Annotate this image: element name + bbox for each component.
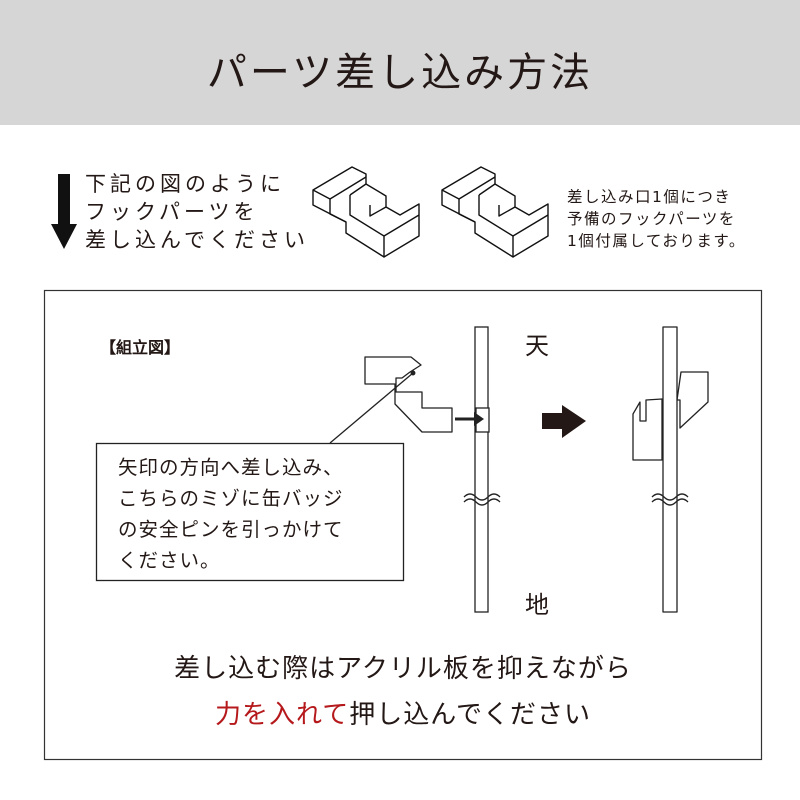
instruction-rest: 押し込んでください bbox=[349, 700, 591, 730]
callout-box bbox=[95, 442, 405, 582]
intro-line: フックパーツを bbox=[85, 200, 259, 224]
hook-part-icon bbox=[312, 166, 420, 258]
hook-part-before bbox=[329, 356, 453, 444]
spare-note-line: 予備のフックパーツを bbox=[567, 210, 736, 228]
down-arrow-icon bbox=[51, 174, 77, 249]
right-arrow-icon bbox=[542, 405, 586, 438]
callout-line: 矢印の方向へ差し込み、 bbox=[118, 456, 344, 479]
spare-note-line: 差し込み口1個につき bbox=[567, 188, 732, 206]
intro-line: 下記の図のように bbox=[85, 172, 285, 196]
top-label: 天 bbox=[525, 332, 549, 360]
insert-arrow-icon bbox=[455, 412, 484, 426]
diagram-label: 【組立図】 bbox=[100, 338, 181, 357]
callout-line: こちらのミゾに缶バッジ bbox=[118, 487, 344, 510]
acrylic-board-before bbox=[463, 326, 501, 613]
intro-line: 差し込んでください bbox=[85, 228, 309, 252]
emphasis-text: 力を入れて bbox=[215, 700, 350, 730]
header-bar bbox=[0, 0, 800, 125]
acrylic-board-after bbox=[632, 326, 709, 613]
instruction-line-2: 力を入れて押し込んでください bbox=[44, 694, 762, 731]
callout-text: 矢印の方向へ差し込み、 こちらのミゾに缶バッジ の安全ピンを引っかけて ください… bbox=[118, 452, 344, 576]
page-title: パーツ差し込み方法 bbox=[206, 50, 594, 96]
intro-text: 下記の図のように フックパーツを 差し込んでください bbox=[85, 170, 309, 254]
diagram-frame bbox=[43, 289, 763, 761]
spare-note: 差し込み口1個につき 予備のフックパーツを 1個付属しております。 bbox=[567, 186, 746, 252]
bottom-label: 地 bbox=[525, 591, 549, 619]
spare-hook-part-icon bbox=[441, 166, 549, 258]
callout-line: の安全ピンを引っかけて bbox=[118, 518, 344, 541]
callout-line: ください。 bbox=[118, 549, 221, 572]
instruction-line-1: 差し込む際はアクリル板を抑えながら bbox=[174, 654, 632, 684]
spare-note-line: 1個付属しております。 bbox=[567, 232, 746, 250]
